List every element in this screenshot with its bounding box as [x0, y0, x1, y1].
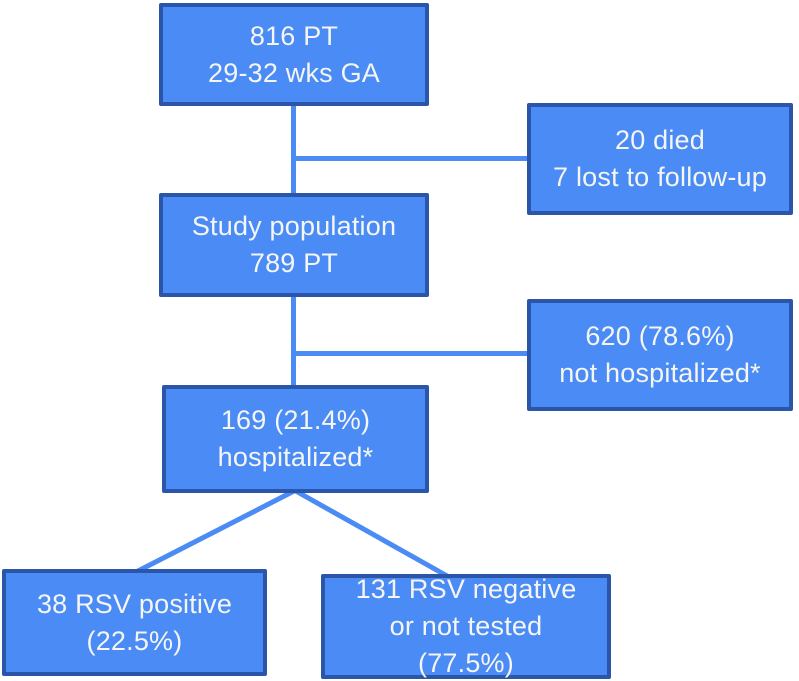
box-not-hospitalized: 620 (78.6%) not hospitalized*: [527, 299, 793, 411]
box-died-line2: 7 lost to follow-up: [553, 162, 767, 192]
box-rsv-negative: 131 RSV negative or not tested (77.5%): [321, 574, 611, 679]
connector-hospitalized-to-rsv-positive: [134, 487, 298, 575]
connector-hospitalized-to-rsv-negative: [292, 487, 451, 580]
box-not-hospitalized-line1: 620 (78.6%): [585, 321, 735, 351]
box-died-lost-followup: 20 died 7 lost to follow-up: [527, 103, 793, 215]
box-rsv-negative-line3: (77.5%): [418, 648, 514, 678]
box-rsv-positive: 38 RSV positive (22.5%): [2, 569, 267, 676]
box-study-line1: Study population: [191, 211, 397, 241]
box-study-population: Study population 789 PT: [159, 193, 429, 297]
box-rsv-negative-line2: or not tested: [389, 611, 543, 641]
box-total-cohort-line2: 29-32 wks GA: [208, 57, 380, 88]
box-rsv-positive-line2: (22.5%): [86, 625, 183, 656]
box-rsv-positive-line1: 38 RSV positive: [36, 588, 233, 619]
box-not-hospitalized-line2: not hospitalized*: [559, 358, 761, 388]
box-hospitalized-line2: hospitalized*: [217, 442, 374, 472]
box-study-line2: 789 PT: [249, 248, 339, 278]
box-died-line1: 20 died: [615, 125, 705, 155]
box-hospitalized-line1: 169 (21.4%): [220, 405, 371, 435]
box-rsv-negative-line1: 131 RSV negative: [355, 574, 577, 604]
box-total-cohort-line1: 816 PT: [249, 20, 339, 51]
box-hospitalized: 169 (21.4%) hospitalized*: [162, 385, 429, 493]
box-total-cohort: 816 PT 29-32 wks GA: [159, 3, 429, 106]
